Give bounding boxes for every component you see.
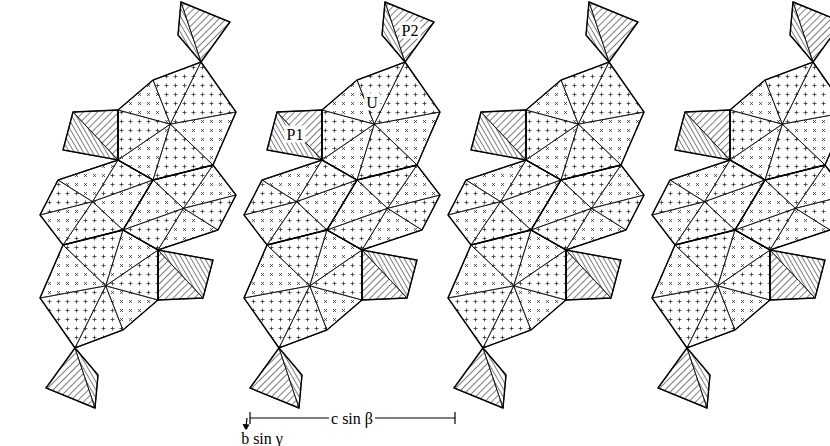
uranium-polyhedron (123, 165, 236, 250)
uranium-polyhedron (652, 230, 770, 348)
uranium-face (566, 208, 626, 250)
uranium-polyhedron (244, 230, 362, 348)
axis-label: b sin γ (239, 430, 285, 446)
phosphate-tetrahedron (63, 110, 118, 160)
uranium-face (670, 160, 730, 202)
phosphate-tetrahedron (770, 250, 825, 300)
atom-label: P2 (400, 22, 421, 39)
atom-label: P1 (285, 126, 306, 143)
atom-label: U (364, 94, 380, 111)
phosphate-face (279, 348, 302, 408)
uranium-face (58, 160, 118, 202)
phosphate-face (790, 2, 813, 62)
phosphate-face (75, 348, 98, 408)
uranium-face (158, 208, 218, 250)
phosphate-tetrahedron (471, 110, 526, 160)
scale-tick (249, 412, 250, 424)
phosphate-face (178, 2, 201, 62)
phosphate-tetrahedron (675, 110, 730, 160)
phosphate-tetrahedron (566, 250, 621, 300)
phosphate-tetrahedron (178, 2, 230, 62)
uranium-polyhedron (730, 62, 830, 180)
phosphate-tetrahedron (46, 348, 98, 408)
axis-label: c sin β (329, 410, 375, 427)
scale-tick (454, 412, 455, 424)
uranium-face (770, 208, 830, 250)
phosphate-face (687, 348, 710, 408)
uranium-polyhedron (735, 165, 830, 250)
uranium-polyhedron (526, 62, 644, 180)
phosphate-face (483, 348, 506, 408)
phosphate-tetrahedron (658, 348, 710, 408)
uranium-polyhedron (118, 62, 236, 180)
uranium-polyhedron (322, 62, 440, 180)
uranium-polyhedron (40, 230, 158, 348)
polyhedra-unit (652, 2, 830, 408)
phosphate-tetrahedron (250, 348, 302, 408)
polyhedra-unit (40, 2, 236, 408)
polyhedra-unit (448, 2, 644, 408)
phosphate-tetrahedron (267, 110, 322, 160)
uranium-face (262, 160, 322, 202)
phosphate-tetrahedron (362, 250, 417, 300)
phosphate-tetrahedron (790, 2, 830, 62)
uranium-face (362, 208, 422, 250)
phosphate-face (586, 2, 609, 62)
uranium-face (466, 160, 526, 202)
phosphate-tetrahedron (158, 250, 213, 300)
phosphate-tetrahedron (454, 348, 506, 408)
polyhedra-unit (244, 2, 440, 408)
uranium-polyhedron (531, 165, 644, 250)
phosphate-tetrahedron (586, 2, 638, 62)
uranium-polyhedron (448, 230, 566, 348)
phosphate-tetrahedron (382, 2, 434, 62)
uranium-polyhedron (327, 165, 440, 250)
